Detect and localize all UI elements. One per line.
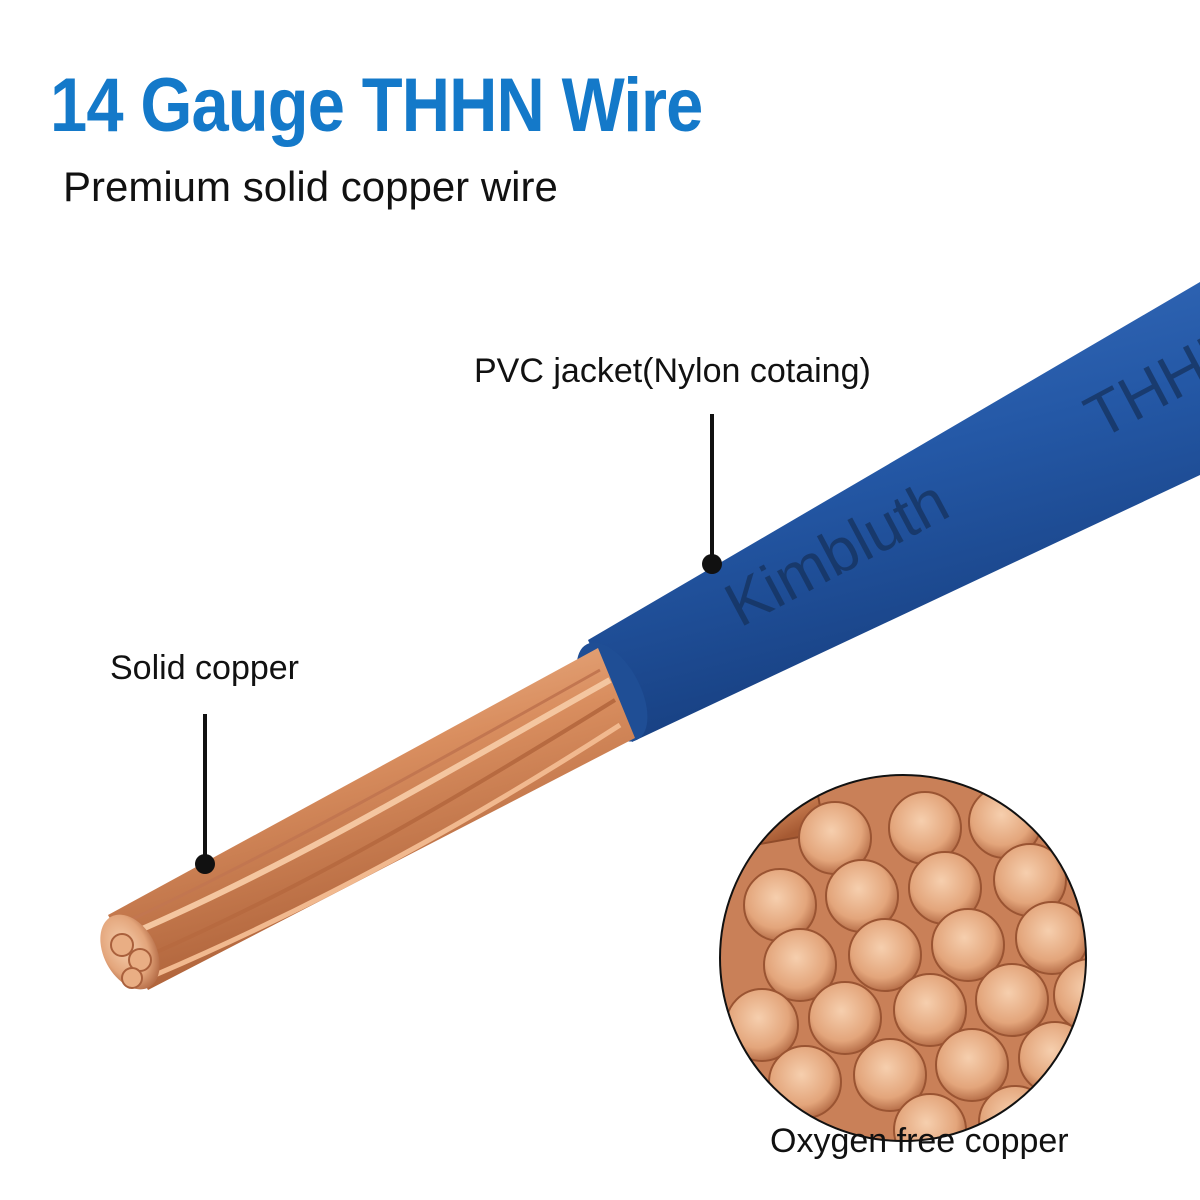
oxygen-free-copper-label: Oxygen free copper xyxy=(770,1122,1069,1160)
strand-closeup xyxy=(720,775,1086,1141)
solid-copper-leader xyxy=(195,714,215,874)
copper-conductor xyxy=(100,648,635,990)
jacket-leader xyxy=(702,414,722,574)
jacket-label: PVC jacket(Nylon cotaing) xyxy=(474,352,871,390)
page-subtitle: Premium solid copper wire xyxy=(63,163,558,210)
page-title: 14 Gauge THHN Wire xyxy=(50,63,703,148)
closeup-ring xyxy=(719,774,1087,1142)
solid-copper-label: Solid copper xyxy=(110,649,300,687)
